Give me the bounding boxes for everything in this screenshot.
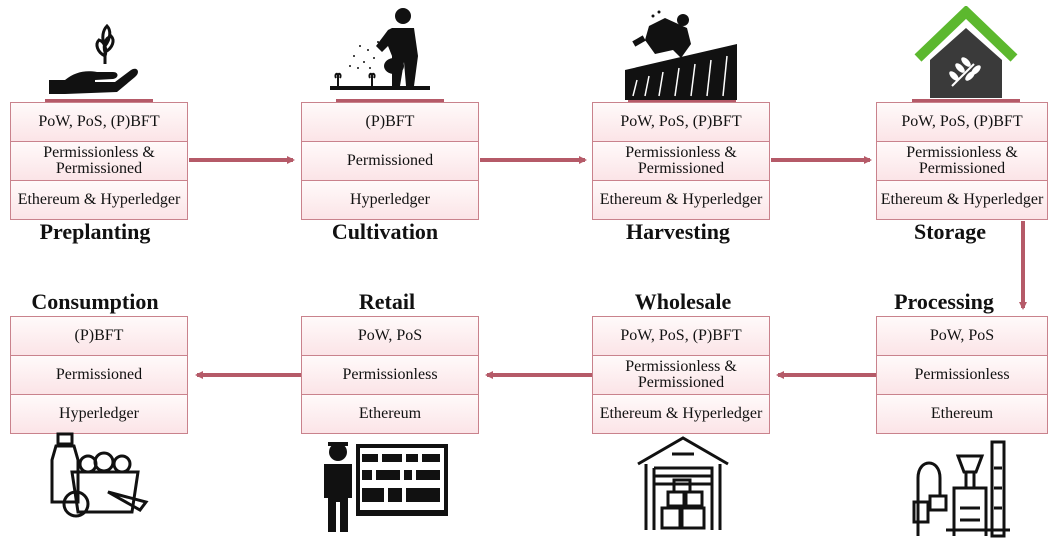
stage-title-storage: Storage: [913, 219, 987, 244]
consensus-cell: PoW, PoS: [302, 317, 478, 355]
platform-cell: Ethereum: [302, 394, 478, 433]
warehouse-boxes-icon: [637, 436, 729, 530]
stage-title-harvesting: Harvesting: [626, 219, 730, 244]
barn-with-grain-icon: [914, 6, 1018, 98]
stage-box-wholesale: PoW, PoS, (P)BFT Permissionless & Permis…: [592, 316, 770, 434]
stage-box-harvesting: PoW, PoS, (P)BFT Permissionless & Permis…: [592, 102, 770, 220]
harvester-on-field-icon: [625, 10, 737, 100]
accent-bar: [628, 99, 736, 102]
access-cell: Permissionless & Permissioned: [593, 141, 769, 180]
stage-title-wholesale: Wholesale: [634, 289, 732, 314]
accent-bar: [336, 99, 444, 102]
consensus-cell: PoW, PoS, (P)BFT: [877, 103, 1047, 141]
platform-cell: Ethereum & Hyperledger: [877, 180, 1047, 219]
shopkeeper-shelves-icon: [324, 442, 448, 532]
access-cell: Permissionless & Permissioned: [11, 141, 187, 180]
consensus-cell: (P)BFT: [302, 103, 478, 141]
access-cell: Permissioned: [302, 141, 478, 180]
stage-title-retail: Retail: [358, 289, 416, 314]
food-basket-icon: [50, 432, 149, 518]
access-cell: Permissionless & Permissioned: [877, 141, 1047, 180]
processing-factory-icon: [912, 440, 1010, 538]
access-cell: Permissionless: [302, 355, 478, 394]
farmer-watering-icon: [330, 8, 430, 90]
hand-with-seedling-icon: [49, 23, 138, 94]
stage-title-processing: Processing: [894, 289, 994, 314]
access-cell: Permissioned: [11, 355, 187, 394]
consensus-cell: PoW, PoS, (P)BFT: [593, 103, 769, 141]
accent-bar: [912, 99, 1020, 102]
consensus-cell: (P)BFT: [11, 317, 187, 355]
stage-title-cultivation: Cultivation: [331, 219, 439, 244]
stage-title-consumption: Consumption: [31, 289, 159, 314]
stage-box-consumption: (P)BFT Permissioned Hyperledger: [10, 316, 188, 434]
stage-box-preplanting: PoW, PoS, (P)BFT Permissionless & Permis…: [10, 102, 188, 220]
platform-cell: Hyperledger: [302, 180, 478, 219]
access-cell: Permissionless: [877, 355, 1047, 394]
platform-cell: Ethereum & Hyperledger: [11, 180, 187, 219]
platform-cell: Ethereum: [877, 394, 1047, 433]
stage-title-preplanting: Preplanting: [39, 219, 151, 244]
platform-cell: Ethereum & Hyperledger: [593, 180, 769, 219]
stage-box-processing: PoW, PoS Permissionless Ethereum: [876, 316, 1048, 434]
accent-bar: [45, 99, 153, 102]
consensus-cell: PoW, PoS: [877, 317, 1047, 355]
access-cell: Permissionless & Permissioned: [593, 355, 769, 394]
stage-box-cultivation: (P)BFT Permissioned Hyperledger: [301, 102, 479, 220]
consensus-cell: PoW, PoS, (P)BFT: [593, 317, 769, 355]
platform-cell: Ethereum & Hyperledger: [593, 394, 769, 433]
stage-box-storage: PoW, PoS, (P)BFT Permissionless & Permis…: [876, 102, 1048, 220]
platform-cell: Hyperledger: [11, 394, 187, 433]
stage-box-retail: PoW, PoS Permissionless Ethereum: [301, 316, 479, 434]
consensus-cell: PoW, PoS, (P)BFT: [11, 103, 187, 141]
